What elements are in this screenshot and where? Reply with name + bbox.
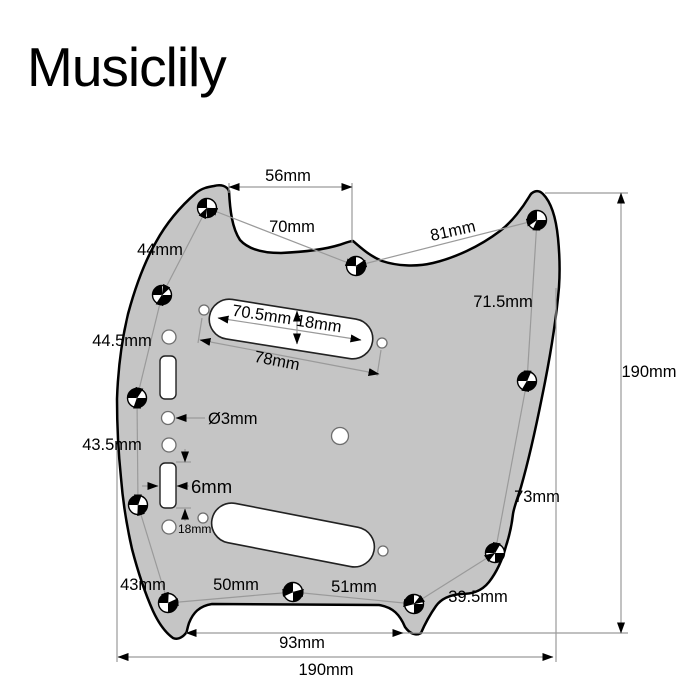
dim-label-6mm: 6mm <box>191 476 232 497</box>
dim-label-70mm: 70mm <box>269 218 315 236</box>
dim-label-44mm: 44mm <box>137 241 183 259</box>
dim-label-50mm: 50mm <box>213 576 259 594</box>
switch-screw-hole-3 <box>161 437 177 453</box>
bridge-pickup-screw-hole-right <box>377 545 389 557</box>
dim-label-39-5mm: 39.5mm <box>448 588 508 606</box>
slide-switch-slot-lower <box>159 462 177 509</box>
extension-lines <box>116 183 628 662</box>
dim-label-dia-3mm: Ø3mm <box>208 410 258 428</box>
switch-screw-hole-4 <box>161 519 177 535</box>
dim-label-43-5mm: 43.5mm <box>82 436 142 454</box>
dim-label-93mm: 93mm <box>279 634 325 652</box>
dim-label-190mm-bottom: 190mm <box>298 661 353 679</box>
dim-label-73mm: 73mm <box>514 488 560 506</box>
dim-label-51mm: 51mm <box>331 578 377 596</box>
bridge-pickup-cutout <box>210 502 376 568</box>
dim-label-190mm-right: 190mm <box>621 363 676 381</box>
dim-label-81mm: 81mm <box>429 217 478 244</box>
center-hole <box>330 426 350 446</box>
neck-pickup-screw-hole-left <box>198 304 210 316</box>
dim-label-43mm: 43mm <box>120 576 166 594</box>
dim-label-56mm: 56mm <box>265 167 311 185</box>
dim-label-44-5mm: 44.5mm <box>92 332 152 350</box>
switch-screw-hole-2 <box>160 410 176 426</box>
neck-pickup-screw-hole-right <box>376 337 388 349</box>
dim-label-71-5mm: 71.5mm <box>473 293 533 311</box>
slide-switch-slot-upper <box>159 355 177 400</box>
switch-screw-hole-1 <box>161 329 177 345</box>
brand-logo-text: Musiclily <box>27 36 227 98</box>
bridge-pickup-screw-hole-left <box>197 512 209 524</box>
dimension-lines <box>117 183 625 661</box>
dim-label-18mm-slot: 18mm <box>178 522 211 536</box>
